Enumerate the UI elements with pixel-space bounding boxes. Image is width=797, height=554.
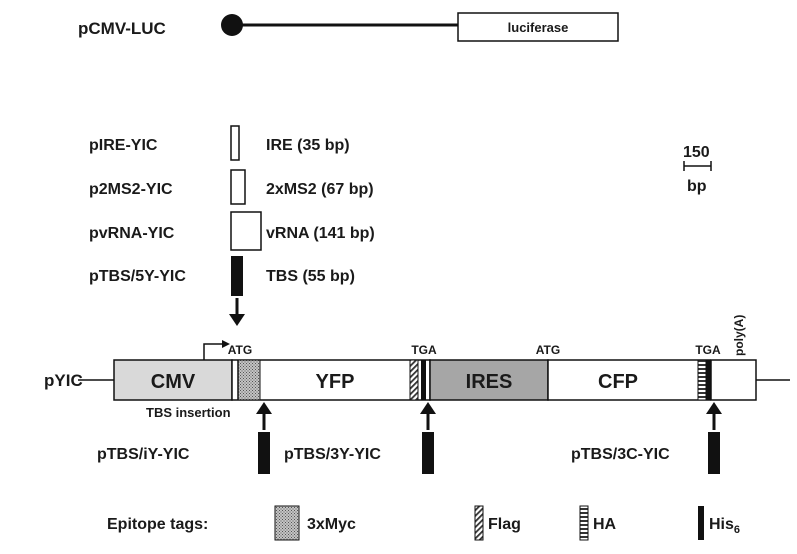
transcription-start-line (203, 343, 224, 360)
atg1-label: ATG (228, 343, 252, 357)
pyic-label: pYIC (44, 371, 83, 390)
tbs5y-arrow-head (229, 314, 245, 326)
legend-flag-label: Flag (488, 516, 521, 533)
legend-flag-swatch (474, 505, 484, 541)
tbs-insertion-label: TBS insertion (146, 405, 231, 420)
legend-myc-label: 3xMyc (307, 516, 356, 533)
legend-ha-swatch (579, 505, 589, 541)
tga1-label: TGA (411, 343, 437, 357)
insert-construct-2ms2: p2MS2-YIC (89, 181, 173, 198)
3c-tbs-box (708, 432, 720, 474)
insert-element-ire: IRE (35 bp) (266, 137, 350, 154)
cfp-label: CFP (598, 371, 638, 393)
scale-bar-value: 150 (683, 144, 710, 161)
legend-his-swatch (698, 506, 704, 540)
luciferase-box (457, 12, 619, 42)
ha-tag-box (697, 359, 707, 401)
2ms2-insert-box (230, 169, 246, 205)
myc-tag-box (237, 359, 261, 401)
insert-construct-tbs: pTBS/5Y-YIC (89, 268, 186, 285)
tbs-insert-box (231, 256, 243, 296)
legend-his-text: His (709, 516, 734, 533)
yfp-segment (231, 359, 431, 401)
3y-tbs-box (422, 432, 434, 474)
insert-element-2ms2: 2xMS2 (67 bp) (266, 181, 374, 198)
variant-3c: pTBS/3C-YIC (571, 446, 670, 463)
tga1-marker (421, 360, 426, 400)
tga2-label: TGA (695, 343, 721, 357)
variant-3y: pTBS/3Y-YIC (284, 446, 381, 463)
yfp-label: YFP (316, 371, 355, 393)
vrna-insert-box (230, 211, 262, 251)
polya-label: poly(A) (732, 315, 746, 356)
his-tag-box (706, 360, 711, 400)
legend-his-subscript: 6 (734, 524, 740, 536)
variant-iy: pTBS/iY-YIC (97, 446, 190, 463)
insert-element-vrna: vRNA (141 bp) (266, 225, 375, 242)
insert-element-tbs: TBS (55 bp) (266, 268, 355, 285)
3c-arrow-head (706, 402, 722, 414)
3y-arrow-head (420, 402, 436, 414)
iy-tbs-box (258, 432, 270, 474)
legend-myc-swatch (274, 505, 300, 541)
iy-arrow-head (256, 402, 272, 414)
legend-title: Epitope tags: (107, 516, 208, 533)
insert-construct-ire: pIRE-YIC (89, 137, 158, 154)
scale-bar-unit: bp (687, 178, 707, 195)
legend-his-label: His6 (709, 516, 740, 536)
pcmv-luc-label: pCMV-LUC (78, 19, 166, 38)
insert-construct-vrna: pvRNA-YIC (89, 225, 175, 242)
cmv-label: CMV (151, 371, 196, 393)
legend-ha-label: HA (593, 516, 617, 533)
polya-segment (710, 359, 757, 401)
ire-insert-box (230, 125, 240, 161)
atg2-label: ATG (536, 343, 560, 357)
ires-label: IRES (466, 371, 513, 393)
flag-tag-box (409, 359, 419, 401)
transcription-start-arrow (222, 340, 230, 348)
luciferase-label: luciferase (508, 20, 569, 35)
